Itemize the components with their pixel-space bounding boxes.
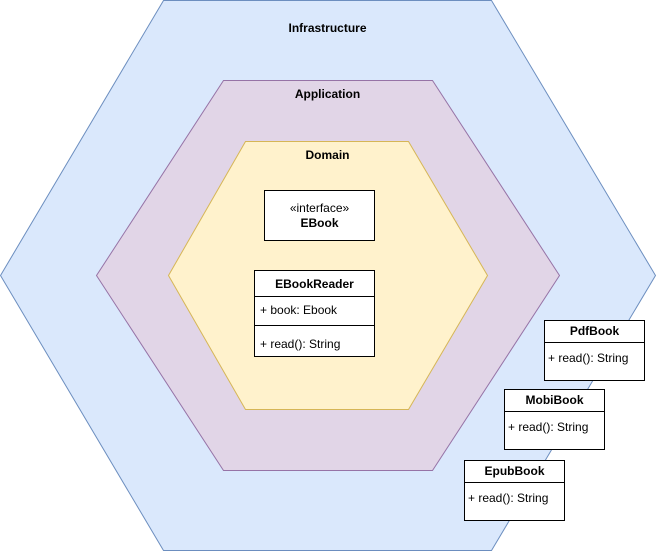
ebook-reader-class[interactable]: EBookReader + book: Ebook + read(): Stri…: [254, 270, 375, 357]
mobi-book-method: + read(): String: [508, 420, 588, 434]
ebook-reader-method: + read(): String: [260, 337, 340, 351]
pdf-book-class-frame: [544, 320, 645, 381]
ebook-reader-attribute: + book: Ebook: [260, 303, 338, 317]
ebook-class-name: EBook: [300, 216, 338, 230]
epub-book-class-name: EpubBook: [485, 464, 545, 478]
epub-book-method: + read(): String: [468, 491, 548, 505]
epub-book-class[interactable]: EpubBook + read(): String: [464, 460, 565, 521]
ebook-reader-class-frame: [254, 270, 375, 357]
mobi-book-class[interactable]: MobiBook + read(): String: [504, 389, 605, 450]
ebook-interface-class[interactable]: «interface» EBook: [264, 190, 375, 241]
ebook-class-frame: [264, 190, 375, 241]
pdf-book-method: + read(): String: [548, 351, 628, 365]
pdf-book-class-name: PdfBook: [570, 324, 620, 338]
domain-title: Domain: [305, 148, 349, 162]
epub-book-class-frame: [464, 460, 565, 521]
ebook-stereotype: «interface»: [290, 201, 350, 215]
mobi-book-class-name: MobiBook: [526, 393, 584, 407]
pdf-book-class[interactable]: PdfBook + read(): String: [544, 320, 645, 381]
application-title: Application: [295, 87, 360, 101]
infrastructure-title: Infrastructure: [288, 21, 366, 35]
ebook-reader-class-name: EBookReader: [275, 277, 354, 291]
mobi-book-class-frame: [504, 389, 605, 450]
